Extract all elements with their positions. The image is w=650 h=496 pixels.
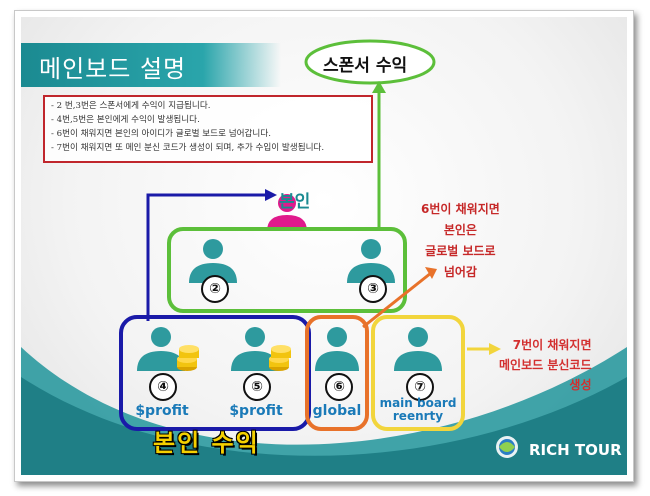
node4-label: $profit [135, 403, 189, 419]
node4-person-icon [137, 327, 185, 371]
level2-box [167, 227, 407, 313]
node5-person-icon [231, 327, 279, 371]
node2-number: ② [201, 275, 229, 303]
global-note-line-3: 글로벌 보드로 [425, 244, 496, 258]
me-arrow-head [265, 189, 277, 201]
slide: 메인보드 설명 - 2 번,3번은 스폰서에게 수익이 지급됩니다. - 4번,… [21, 17, 627, 475]
me-label: 본인 [279, 192, 311, 212]
reentry-note-line-3: 생성 [569, 378, 592, 392]
page-title: 메인보드 설명 [39, 55, 187, 83]
global-note-line-1: 6번이 채워지면 [421, 202, 500, 216]
notes-box [43, 95, 373, 163]
node6-person-icon [315, 327, 359, 371]
reentry-box [371, 315, 465, 431]
sponsor-arrow-head [372, 81, 386, 93]
node2-person-icon [189, 239, 237, 283]
coins-icon-1 [177, 345, 199, 371]
node7-label: main board reenrty [379, 396, 457, 423]
reentry-note-line-1: 7번이 채워지면 [512, 338, 592, 352]
global-note: 6번이 채워지면 본인은 글로벌 보드로 넘어감 [421, 199, 500, 283]
globe-logo-icon [496, 436, 518, 458]
slide-frame: 메인보드 설명 - 2 번,3번은 스폰서에게 수익이 지급됩니다. - 4번,… [14, 10, 634, 482]
sponsor-income-label: 스폰서 수익 [323, 56, 408, 76]
node7-number: ⑦ [406, 373, 434, 401]
global-box [305, 315, 369, 431]
global-arrow-line [362, 271, 432, 329]
global-note-line-4: 넘어감 [443, 265, 477, 279]
note-line-2: - 4번,5번은 본인에게 수익이 발생됩니다. [51, 115, 200, 125]
note-line-4: - 7번이 채워지면 또 메인 분신 코드가 생성이 되며, 추가 수입이 발생… [51, 143, 325, 153]
note-line-1: - 2 번,3번은 스폰서에게 수익이 지급됩니다. [51, 101, 211, 111]
node3-number: ③ [359, 275, 387, 303]
reentry-note: 7번이 채워지면 메인보드 분신코드 생성 [499, 335, 592, 395]
global-arrow-head [425, 267, 437, 279]
sponsor-ellipse [304, 39, 436, 85]
node3-person-icon [347, 239, 395, 283]
me-arrow-line [146, 193, 267, 321]
note-line-3: - 6번이 채워지면 본인의 아이디가 글로벌 보드로 넘어갑니다. [51, 129, 271, 139]
bottom-swoosh-light [21, 377, 627, 475]
brand-name: RICH TOUR [529, 441, 622, 459]
diagram-graphics [21, 39, 627, 475]
reentry-note-line-2: 메인보드 분신코드 [499, 358, 592, 372]
node6-number: ⑥ [325, 373, 353, 401]
node5-number: ⑤ [243, 373, 271, 401]
my-income-label: 본인 수익 [153, 429, 260, 457]
global-note-line-2: 본인은 [443, 223, 477, 237]
node7-person-icon [394, 327, 442, 371]
node4-number: ④ [149, 373, 177, 401]
reentry-arrow-head [489, 343, 501, 355]
title-band [21, 43, 281, 87]
node5-label: $profit [229, 403, 283, 419]
node6-label: global [312, 403, 362, 419]
coins-icon-2 [269, 345, 291, 371]
